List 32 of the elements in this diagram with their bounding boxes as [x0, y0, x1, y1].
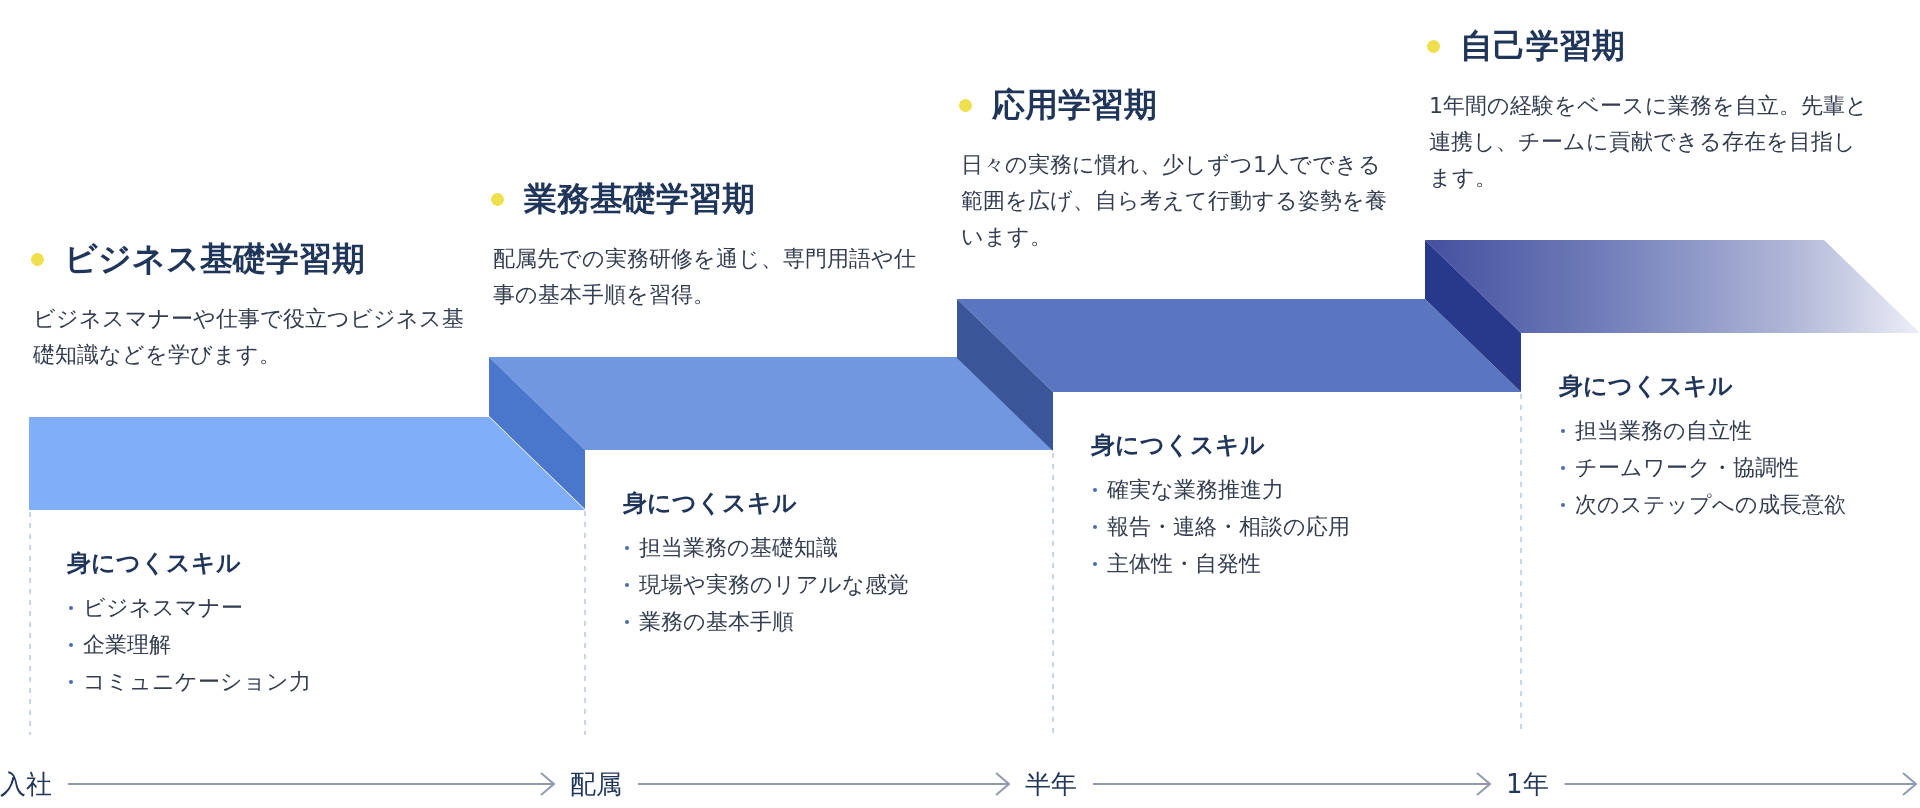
skill-item: 業務の基本手順: [639, 608, 794, 636]
phase-description: ビジネスマナーや仕事で役立つビジネス基礎知識などを学びます。: [33, 305, 465, 369]
skill-item: ビジネスマナー: [83, 594, 243, 622]
milestone-label: 配属: [570, 767, 622, 801]
skill-item: 主体性・自発性: [1107, 550, 1261, 578]
skills-heading: 身につくスキル: [623, 488, 797, 519]
phase-description: 日々の実務に慣れ、少しずつ1人でできる範囲を広げ、自ら考えて行動する姿勢を養います。: [961, 151, 1388, 251]
timeline-arrow: [1092, 772, 1491, 796]
skill-item: 次のステップへの成長意欲: [1575, 491, 1846, 519]
phase-description: 1年間の経験をベースに業務を自立。先輩と連携し、チームに貢献できる存在を目指します。: [1429, 92, 1869, 192]
skill-item: 担当業務の基礎知識: [639, 534, 838, 562]
phase-title: 応用学習期: [992, 84, 1157, 126]
timeline-arrow: [1563, 772, 1917, 796]
skill-item: 報告・連絡・相談の応用: [1107, 513, 1350, 541]
milestone-label: 半年: [1025, 767, 1077, 801]
skill-item: 現場や実務のリアルな感覚: [639, 571, 909, 599]
milestone-label: 入社: [0, 767, 52, 801]
skill-item: 確実な業務推進力: [1107, 476, 1284, 504]
skill-item: チームワーク・協調性: [1575, 454, 1799, 482]
skill-item: コミュニケーション力: [83, 668, 311, 696]
milestone-label: 1年: [1506, 767, 1549, 801]
skills-heading: 身につくスキル: [1559, 371, 1733, 402]
skill-item: 担当業務の自立性: [1575, 417, 1752, 445]
skills-heading: 身につくスキル: [67, 548, 241, 579]
phase-title: ビジネス基礎学習期: [64, 238, 365, 280]
phase-title: 自己学習期: [1460, 25, 1625, 67]
phase-title: 業務基礎学習期: [524, 178, 755, 220]
timeline-arrow: [67, 772, 555, 796]
phase-description: 配属先での実務研修を通じ、専門用語や仕事の基本手順を習得。: [493, 245, 917, 309]
skills-heading: 身につくスキル: [1091, 430, 1265, 461]
skill-item: 企業理解: [83, 631, 171, 659]
timeline-arrow: [637, 772, 1010, 796]
